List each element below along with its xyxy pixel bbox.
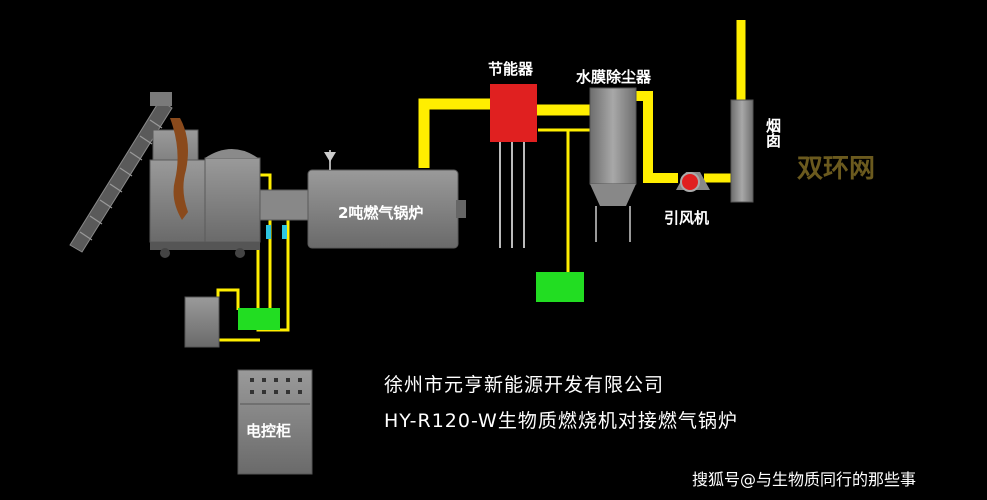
water-line-pump bbox=[216, 288, 240, 310]
biomass-burner bbox=[149, 118, 309, 258]
water-pump-unit bbox=[184, 296, 280, 348]
label-dust-collector: 水膜除尘器 bbox=[576, 68, 652, 86]
wheel-icon bbox=[160, 248, 170, 258]
dust-collector bbox=[536, 87, 637, 302]
safety-valve-icon bbox=[324, 152, 336, 162]
footer-watermark: 搜狐号@与生物质同行的那些事 bbox=[692, 470, 917, 489]
product-name: HY-R120-W生物质燃烧机对接燃气锅炉 bbox=[384, 410, 738, 432]
induced-fan bbox=[676, 172, 710, 192]
label-boiler: 2吨燃气锅炉 bbox=[338, 204, 424, 222]
electric-cabinet bbox=[237, 369, 313, 475]
logo-watermark: 双环网 bbox=[797, 154, 876, 184]
gas-boiler bbox=[307, 150, 466, 249]
label-chimney: 烟囱 bbox=[764, 118, 782, 148]
label-fan: 引风机 bbox=[664, 209, 710, 227]
pipe-network bbox=[216, 20, 746, 342]
flue-pipe-boiler-economizer bbox=[418, 98, 490, 168]
company-name: 徐州市元亨新能源开发有限公司 bbox=[384, 374, 665, 396]
biomass-fuel bbox=[170, 118, 188, 220]
sensor-icon bbox=[282, 225, 287, 239]
fan-icon bbox=[680, 172, 700, 192]
screw-feeder bbox=[69, 92, 173, 253]
water-tank-large bbox=[536, 272, 584, 302]
label-economizer: 节能器 bbox=[488, 60, 534, 78]
chimney bbox=[730, 99, 754, 203]
economizer bbox=[490, 84, 537, 248]
water-tank-small bbox=[238, 308, 280, 330]
label-cabinet: 电控柜 bbox=[246, 422, 292, 440]
wheel-icon bbox=[235, 248, 245, 258]
flue-pipe-collector-fan bbox=[636, 91, 678, 183]
sensor-icon bbox=[266, 225, 271, 239]
